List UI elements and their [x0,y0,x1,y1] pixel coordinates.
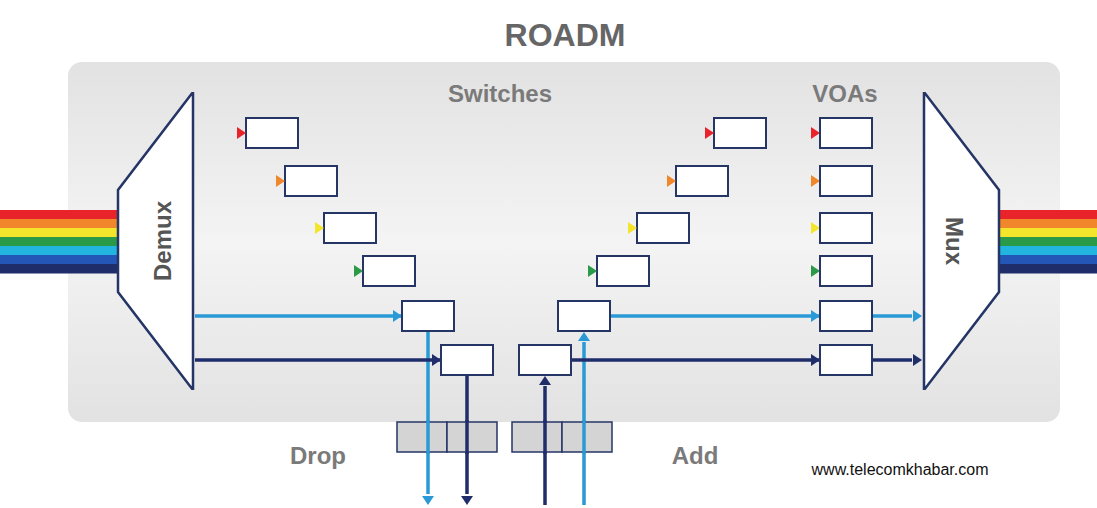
spectrum-band [990,237,1097,247]
arrowhead [315,222,324,234]
spectrum-band [990,219,1097,229]
light-path [582,342,586,505]
switch-box [714,118,766,148]
switch-box [246,118,298,148]
section-label: Switches [448,80,552,108]
light-path [465,375,469,494]
trapezoid [118,92,193,390]
arrowhead [588,265,597,277]
light-path [426,331,430,494]
switch-box [558,301,610,331]
section-label: Drop [290,442,346,470]
light-path [582,420,586,454]
arrowhead [811,265,820,277]
switch-box [519,345,571,375]
arrowhead [539,376,551,385]
section-label: Add [672,442,719,470]
mux-shape: Mux [922,92,1002,390]
light-path [426,420,430,454]
switch-box [676,166,728,196]
switch-box [363,256,415,286]
switch-box [597,256,649,286]
trapezoid [924,92,999,390]
voa-box [820,256,872,286]
arrowhead [811,354,820,366]
arrowhead [811,310,820,322]
spectrum-band [0,228,125,238]
voa-box [820,301,872,331]
spectrum-band [0,264,125,274]
panel [68,62,1060,422]
section-label: VOAs [812,80,877,108]
spectrum-band [0,219,125,229]
switch-box [441,345,493,375]
arrowhead [276,175,285,187]
arrowhead [628,222,637,234]
demux-shape: Demux [115,92,195,390]
port-box [512,422,562,452]
arrowhead [354,265,363,277]
voa-box [820,345,872,375]
spectrum-band [0,237,125,247]
spectrum-band [0,246,125,256]
arrowhead [578,332,590,341]
voa-box [820,118,872,148]
spectrum-band [990,228,1097,238]
switch-box [402,301,454,331]
watermark: www.telecomkhabar.com [812,461,989,479]
switch-box [324,213,376,243]
spectrum-band [990,246,1097,256]
switch-box [637,213,689,243]
arrowhead [432,354,441,366]
node-label: Mux [940,217,968,265]
light-path [465,420,469,454]
spectrum-band [0,255,125,265]
spectrum-band [990,210,1097,220]
arrowhead [913,310,922,322]
light-path [543,420,547,454]
port-box [562,422,612,452]
spectrum-band [990,264,1097,274]
input-spectrum [0,210,125,274]
arrowhead [811,127,820,139]
output-spectrum [990,210,1097,274]
arrowhead [811,222,820,234]
arrowhead [393,310,402,322]
light-path [543,386,547,505]
arrowhead [422,496,434,505]
spectrum-band [0,210,125,220]
title: ROADM [505,17,626,54]
arrowhead [913,354,922,366]
switch-boxes [237,118,872,454]
node-label: Demux [149,201,177,281]
arrowhead [705,127,714,139]
switch-box [285,166,337,196]
port-box [447,422,497,452]
voa-box [820,166,872,196]
voa-box [820,213,872,243]
spectrum-band [990,255,1097,265]
light-path [195,358,441,362]
light-path [195,314,402,318]
arrowhead [667,175,676,187]
arrowhead [237,127,246,139]
arrowhead [461,496,473,505]
port-box [397,422,447,452]
arrowhead [811,175,820,187]
